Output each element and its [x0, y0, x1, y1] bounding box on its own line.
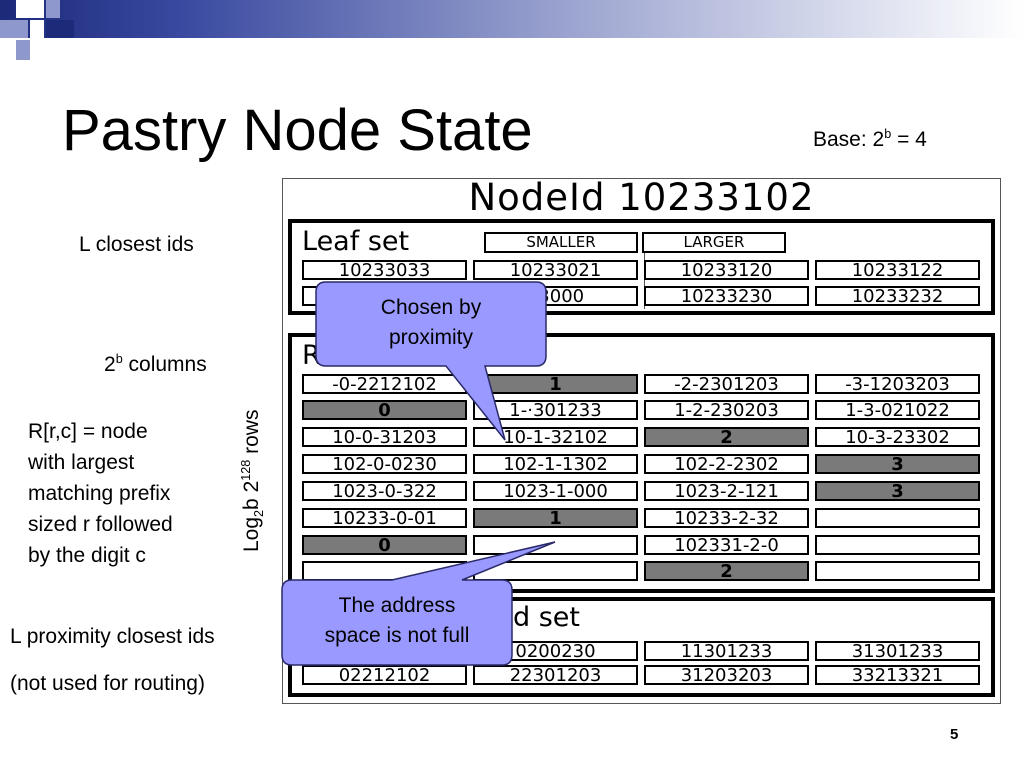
columns-label: 2b columns: [104, 352, 207, 376]
table-cell: 10233-0-01: [302, 508, 467, 528]
table-cell: -2-2301203: [644, 374, 809, 394]
table-cell: 31203203: [644, 665, 809, 685]
table-cell: 1023-2-121: [644, 481, 809, 501]
table-cell: 10233230: [644, 286, 809, 306]
table-cell: 31301233: [815, 641, 980, 661]
callout-address-text: The address space is not full: [282, 591, 512, 651]
callout-line: The address: [338, 594, 456, 617]
routing-def-line: by the digit c: [28, 544, 146, 567]
table-cell: 3: [815, 481, 980, 501]
routing-def-line: sized r followed: [28, 513, 173, 536]
callout-line: space is not full: [324, 624, 470, 647]
table-cell: 2: [644, 427, 809, 447]
table-cell: 1-2-230203: [644, 400, 809, 420]
table-cell: 0: [302, 400, 467, 420]
table-cell: 1023-1-000: [473, 481, 638, 501]
decor-square: [0, 0, 14, 18]
divider: [644, 253, 645, 309]
table-cell: [815, 508, 980, 528]
page-number: 5: [950, 726, 959, 743]
table-cell: [815, 535, 980, 555]
table-cell: 102-0-0230: [302, 454, 467, 474]
routing-def-line: R[r,c] = node: [28, 420, 148, 443]
decor-square: [0, 20, 28, 38]
table-cell: 1023-0-322: [302, 481, 467, 501]
table-cell: 10-0-31203: [302, 427, 467, 447]
table-cell: 10233021: [473, 260, 638, 280]
callout-line: Chosen by: [380, 296, 482, 319]
routing-definition: R[r,c] = node with largest matching pref…: [28, 416, 173, 571]
decor-square: [46, 20, 74, 38]
neighborhood-label: L proximity closest ids: [10, 625, 215, 648]
table-cell: 3: [815, 454, 980, 474]
decor-square: [30, 20, 44, 38]
table-cell: 10233232: [815, 286, 980, 306]
leaf-set-title: Leaf set: [302, 226, 410, 257]
table-cell: 1-3-021022: [815, 400, 980, 420]
routing-def-line: with largest: [28, 451, 135, 474]
table-cell: 22301203: [473, 665, 638, 685]
table-cell: 11301233: [644, 641, 809, 661]
table-cell: 1: [473, 508, 638, 528]
not-used-label: (not used for routing): [10, 672, 205, 695]
table-cell: 1: [473, 374, 638, 394]
routing-def-line: matching prefix: [28, 482, 171, 505]
larger-header: LARGER: [642, 232, 786, 253]
table-cell: 33213321: [815, 665, 980, 685]
table-cell: 2: [644, 561, 809, 581]
table-cell: 102331-2-0: [644, 535, 809, 555]
callout-line: proximity: [388, 326, 473, 349]
table-cell: 0: [302, 535, 467, 555]
decor-square: [46, 0, 60, 18]
table-cell: 102-1-1302: [473, 454, 638, 474]
decor-square: [16, 40, 30, 60]
decor-square: [16, 0, 44, 18]
table-cell: 10233122: [815, 260, 980, 280]
smaller-header: SMALLER: [484, 232, 638, 253]
header-gradient-bar: [0, 0, 1024, 38]
callout-chosen-text: Chosen by proximity: [316, 293, 546, 353]
table-cell: -3-1203203: [815, 374, 980, 394]
base-label: Base: 2b = 4: [813, 127, 927, 151]
table-cell: 102-2-2302: [644, 454, 809, 474]
neighborhood-set-title: d set: [513, 602, 580, 633]
table-cell: 10233120: [644, 260, 809, 280]
leaf-label: L closest ids: [79, 233, 194, 256]
table-cell: 10-1-32102: [473, 427, 638, 447]
table-cell: 1-·301233: [473, 400, 638, 420]
table-cell: 10233033: [302, 260, 467, 280]
table-cell: 10233-2-32: [644, 508, 809, 528]
node-id-heading: NodeId 10233102: [468, 176, 815, 219]
table-cell: [473, 535, 638, 555]
table-cell: 10-3-23302: [815, 427, 980, 447]
table-cell: [815, 561, 980, 581]
table-cell: 02212102: [302, 665, 467, 685]
slide-title: Pastry Node State: [62, 98, 533, 163]
decor-square: [32, 40, 60, 60]
